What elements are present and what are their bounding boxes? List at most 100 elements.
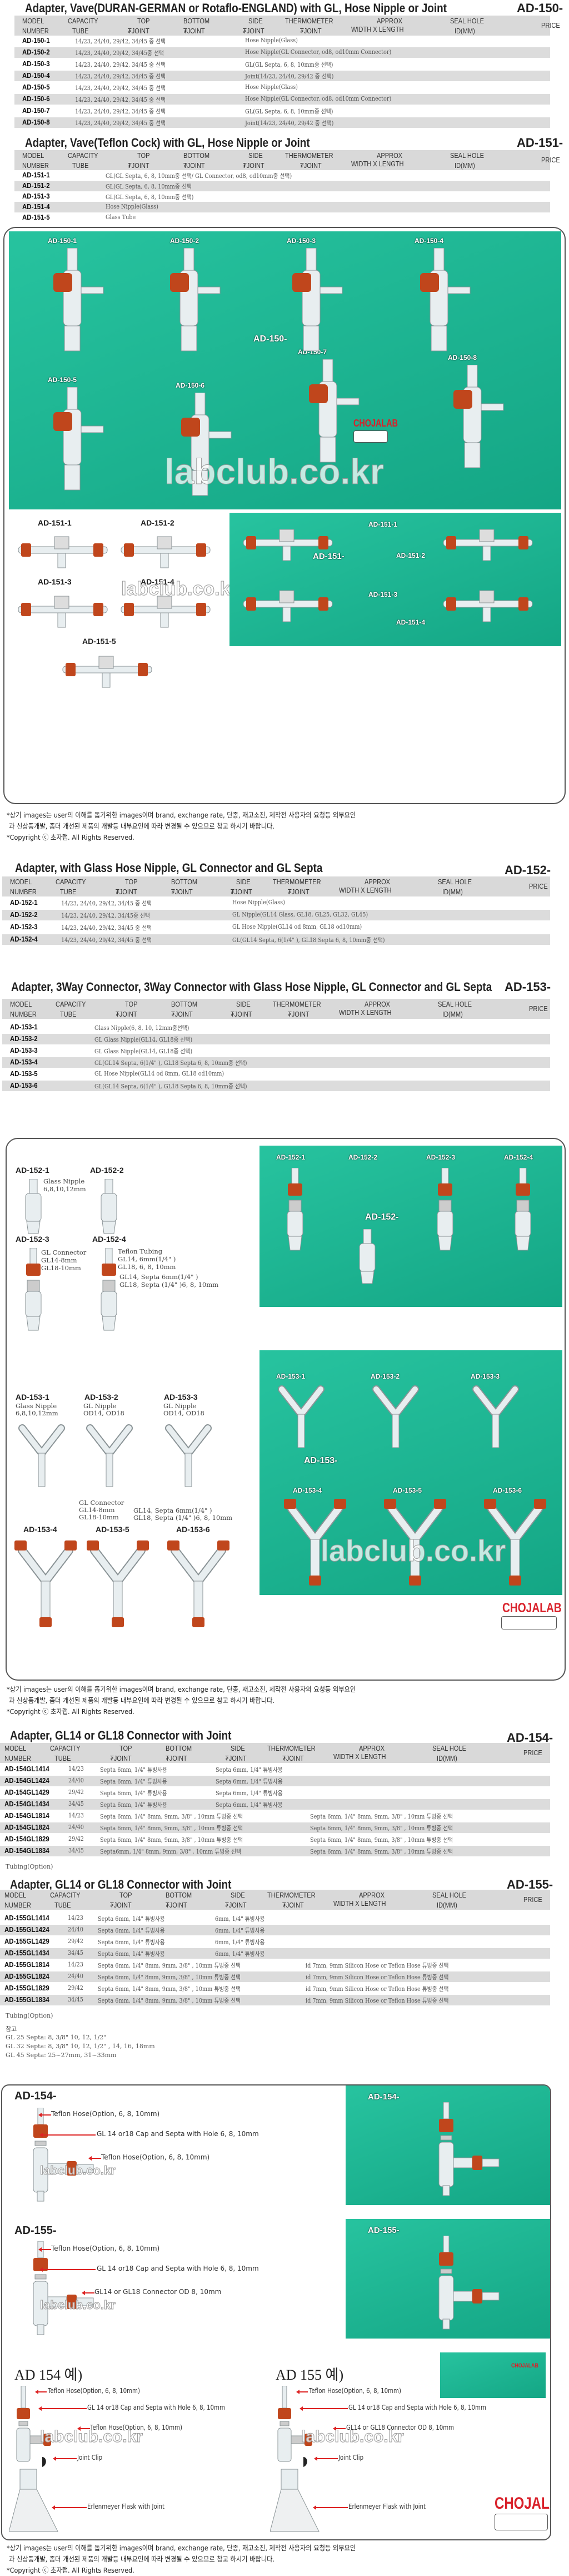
section-code-ad155: AD-155- xyxy=(507,1877,553,1891)
notice-line: *상기 images는 user의 이해를 돕기위한 images이며 bran… xyxy=(7,1685,356,1693)
brand-logo: CHOJALAB xyxy=(502,1601,562,1616)
photo-label: AD-152-3 xyxy=(426,1153,456,1161)
column-header-id-mm: ID(MM) xyxy=(437,1754,457,1762)
cell-top: Septa 6mm, 1/4" 튜빙사용 xyxy=(98,1927,165,1934)
photo-label: AD-151-2 xyxy=(396,552,426,559)
watermark: labclub.co.kr xyxy=(164,452,385,492)
column-header-bottom: BOTTOM xyxy=(171,1000,198,1008)
cell-top: Septa 6mm, 1/4" 튜빙사용 xyxy=(100,1801,167,1809)
column-header-approx: APPROX xyxy=(377,151,403,160)
column-header-capacity: CAPACITY xyxy=(56,1000,86,1008)
model-number: AD-153-2 xyxy=(10,1034,38,1043)
cell-joint: 14/23, 24/40, 29/42, 34/45중 선택 xyxy=(75,49,164,57)
cell-side: 6mm, 1/4" 튜빙사용 xyxy=(215,1950,265,1958)
column-header-side: SIDE xyxy=(248,151,263,160)
cell-joint: 14/23, 24/40, 29/42, 34/45 중 선택 xyxy=(61,937,152,944)
column-header-tube: TUBE xyxy=(54,1754,71,1762)
cell-top: Septa 6mm, 1/4" 8mm, 9mm, 3/8" , 10mm 튜빙… xyxy=(98,1974,241,1981)
column-header-seal-hole: SEAL HOLE xyxy=(450,151,485,160)
model-number: AD-152-2 xyxy=(10,910,38,919)
photo-label: AD-153-3 xyxy=(471,1373,500,1380)
column-header-joint: ₮JOINT xyxy=(288,888,310,896)
cell-joint: 14/23, 24/40, 29/42, 34/45 중 선택 xyxy=(75,108,166,115)
cell-top: Septa 6mm, 1/4" 튜빙사용 xyxy=(100,1766,167,1774)
cell-capacity: 14/23 xyxy=(68,1812,84,1819)
column-header-price: PRICE xyxy=(523,1895,542,1904)
model-number: AD-155GL1814 xyxy=(4,1960,49,1969)
diagram-label: AD-153-4 xyxy=(23,1525,57,1534)
y-connector-photo xyxy=(482,1498,548,1589)
column-header-top: TOP xyxy=(125,878,138,886)
notice-line: 과 신상품개발, 좀더 개선된 제품의 개발등 내부요인에 따라 변경될 수 있… xyxy=(9,2555,274,2563)
cell-side: GL(GL Septa, 6, 8, 10mm중 선택/ GL Connecto… xyxy=(106,172,292,180)
notice-line: *상기 images는 user의 이해를 돕기위한 images이며 bran… xyxy=(7,811,356,819)
brand-label-box xyxy=(495,2514,548,2530)
example-title: AD 154 예) xyxy=(14,2367,83,2383)
diagram-text: GL Nipple xyxy=(83,1402,117,1410)
cell-capacity: 34/45 xyxy=(68,1996,83,2003)
model-number: AD-155GL1834 xyxy=(4,1995,49,2004)
cell-top: Septa 6mm, 1/4" 8mm, 9mm, 3/8" , 10mm 튜빙… xyxy=(100,1813,243,1820)
cell-extra: Septa 6mm, 1/4" 8mm, 9mm, 3/8" , 10mm 튜빙… xyxy=(310,1848,453,1855)
cell-side: 6mm, 1/4" 튜빙사용 xyxy=(215,1927,265,1934)
y-connector-drawing xyxy=(163,1423,213,1492)
cell-side: GL Glass Nipple(GL14, GL18중 선택) xyxy=(94,1036,193,1043)
column-header-number: NUMBER xyxy=(22,161,49,170)
cell-side: Joint(14/23, 24/40, 29/42 중 선택) xyxy=(245,120,334,127)
adapter-drawing xyxy=(60,651,154,692)
column-header-number: NUMBER xyxy=(4,1901,31,1909)
column-header-joint: ₮JOINT xyxy=(231,1010,252,1018)
diagram-text: GL Connector xyxy=(41,1249,87,1256)
pointer-arrow xyxy=(35,2390,47,2394)
notice-line: 과 신상품개발, 좀더 개선된 제품의 개발등 내부요인에 따라 변경될 수 있… xyxy=(9,822,274,830)
adapter-photo xyxy=(159,247,226,356)
cell-side: GL(GL Septa, 6, 8, 10mm중 선택) xyxy=(106,194,194,201)
section-code-ad150: AD-150- xyxy=(517,1,563,15)
cell-side: 6mm, 1/4" 튜빙사용 xyxy=(215,1939,265,1946)
photo-label: AD-151-1 xyxy=(368,521,398,528)
callout-text: Erlenmeyer Flask with Joint xyxy=(348,2503,426,2510)
column-header-joint: ₮JOINT xyxy=(243,27,264,35)
cell-capacity: 14/23 xyxy=(68,1765,84,1772)
column-header-bottom: BOTTOM xyxy=(183,17,210,25)
photo-label: AD-153- xyxy=(304,1456,338,1465)
column-header-seal-hole: SEAL HOLE xyxy=(432,1891,467,1899)
column-header-tube: TUBE xyxy=(72,161,89,170)
reference-line: GL 45 Septa: 25~27mm, 31~33mm xyxy=(6,2052,117,2059)
model-number: AD-151-3 xyxy=(22,192,50,200)
photo-label: AD-150-6 xyxy=(176,382,205,389)
column-header-model: MODEL xyxy=(10,878,32,886)
adapter-photo xyxy=(298,359,365,467)
reference-line: GL 25 Septa: 8, 3/8" 10, 12, 1/2" xyxy=(6,2034,107,2041)
copyright: *Copyright ⓒ 초자랩. All Rights Reserved. xyxy=(7,833,134,841)
model-number: AD-150-6 xyxy=(22,95,50,103)
model-number: AD-155GL1829 xyxy=(4,1984,49,1992)
diagram-text: Glass Nipple xyxy=(43,1177,85,1185)
column-header-thermometer: THERMOMETER xyxy=(267,1891,316,1899)
cell-extra: Septa 6mm, 1/4" 8mm, 9mm, 3/8" , 10mm 튜빙… xyxy=(310,1825,453,1832)
adapter-photo xyxy=(510,1167,537,1254)
column-header-joint: ₮JOINT xyxy=(300,27,322,35)
diagram-label: AD-153-3 xyxy=(164,1393,198,1401)
column-header-number: NUMBER xyxy=(10,888,37,896)
pointer-arrow xyxy=(300,2406,348,2411)
section-title-ad154: Adapter, GL14 or GL18 Connector with Joi… xyxy=(10,1728,232,1742)
column-header-tube: TUBE xyxy=(72,27,89,35)
adapter-drawing xyxy=(16,591,110,632)
adapter-drawing xyxy=(16,531,110,572)
diagram-label: AD-151-5 xyxy=(82,637,116,646)
column-header-joint: ₮JOINT xyxy=(243,161,264,170)
product-photo-ad152: AD-152-1 AD-152-2 AD-152-3 AD-152-4 AD-1… xyxy=(259,1146,562,1307)
watermark: labclub.co.kr xyxy=(301,2428,405,2446)
cell-side: Hose Nipple(Glass) xyxy=(232,899,285,906)
cell-joint: 14/23, 24/40, 29/42, 34/45 중 선택 xyxy=(61,900,152,907)
y-connector-drawing xyxy=(84,1423,134,1492)
